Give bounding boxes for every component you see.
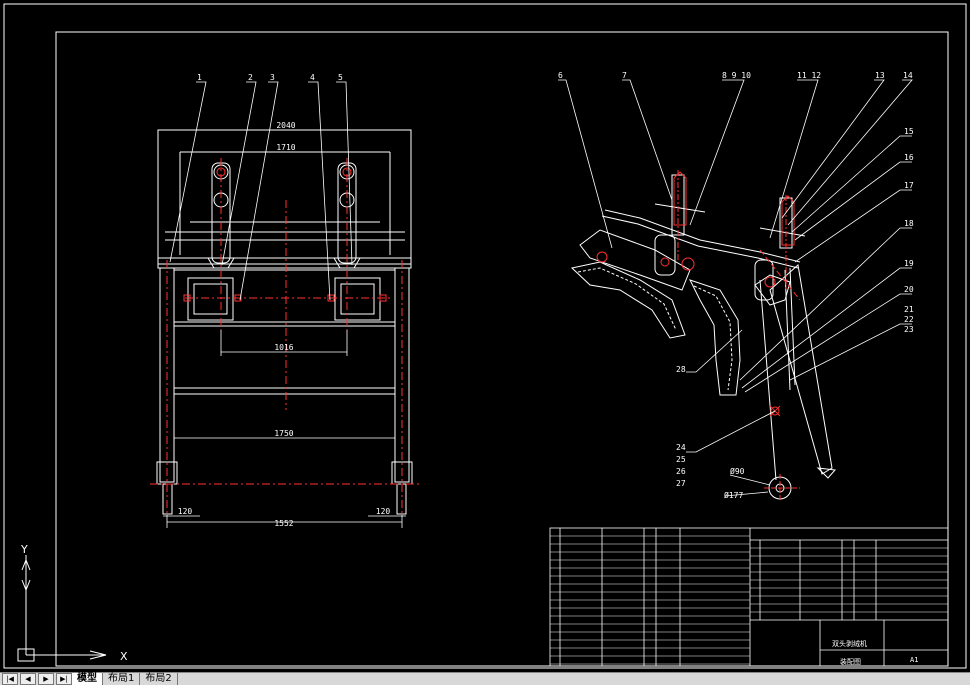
callout-25: 25 [676, 455, 686, 464]
side-leaders [558, 79, 913, 453]
callout-2: 2 [248, 73, 253, 82]
title-block-sheet: A1 [910, 656, 918, 664]
callout-15: 15 [904, 127, 914, 136]
dim-d90: Ø90 [730, 466, 745, 476]
side-callout-labels: 6 7 8 9 10 11 12 13 14 15 16 17 18 19 20… [558, 71, 914, 500]
tab-layout2[interactable]: 布局2 [140, 673, 178, 685]
callout-6: 6 [558, 71, 563, 80]
callout-23: 23 [904, 325, 914, 334]
layout-tab-bar: |◀ ◀ ▶ ▶| 模型 布局1 布局2 [0, 672, 970, 685]
front-dimension-texts: 2040 1710 1016 1750 1552 120 120 [178, 121, 391, 528]
title-block-texts: 双头剥绒机 A1 装配图 [832, 639, 918, 666]
bill-of-materials [549, 527, 949, 667]
tab-layout1[interactable]: 布局1 [103, 673, 141, 685]
title-block-drawing-no: 装配图 [840, 657, 861, 666]
side-dim-leaders [724, 474, 771, 497]
sheet-inner-border [55, 31, 949, 667]
callout-28: 28 [676, 365, 686, 374]
callout-8-9-10: 8 9 10 [722, 71, 751, 80]
front-callout-labels: 1 2 3 4 5 [197, 73, 343, 82]
dim-1552: 1552 [274, 519, 293, 528]
sheet-outer-border [3, 3, 967, 669]
callout-20: 20 [904, 285, 914, 294]
callout-21: 21 [904, 305, 914, 314]
front-dimension-lines [158, 129, 411, 528]
last-tab-button[interactable]: ▶| [56, 673, 72, 685]
ucs-y-label: Y [20, 543, 28, 556]
callout-1: 1 [197, 73, 202, 82]
callout-19: 19 [904, 259, 914, 268]
dim-1750: 1750 [274, 429, 293, 438]
callout-5: 5 [338, 73, 343, 82]
callout-11-12: 11 12 [797, 71, 821, 80]
callout-3: 3 [270, 73, 275, 82]
callout-4: 4 [310, 73, 315, 82]
ucs-icon [17, 555, 107, 662]
callout-22: 22 [904, 315, 914, 324]
tab-model[interactable]: 模型 [72, 673, 103, 685]
dim-1016: 1016 [274, 343, 293, 352]
callout-13: 13 [875, 71, 885, 80]
dim-1710: 1710 [276, 143, 295, 152]
dim-120-right: 120 [376, 507, 391, 516]
callout-26: 26 [676, 467, 686, 476]
first-tab-button[interactable]: |◀ [2, 673, 18, 685]
dim-d177: Ø177 [724, 490, 743, 500]
callout-17: 17 [904, 181, 914, 190]
side-red-details [596, 170, 801, 502]
front-centerlines [150, 158, 420, 515]
bom-rows [550, 535, 948, 665]
title-block-name: 双头剥绒机 [832, 639, 867, 648]
callout-7: 7 [622, 71, 627, 80]
callout-14: 14 [903, 71, 913, 80]
dim-2040: 2040 [276, 121, 295, 130]
front-view [156, 129, 413, 515]
prev-tab-button[interactable]: ◀ [20, 673, 36, 685]
side-view [570, 174, 837, 500]
next-tab-button[interactable]: ▶ [38, 673, 54, 685]
ucs-labels: Y X [20, 543, 128, 663]
ucs-x-label: X [120, 650, 128, 663]
front-leaders [169, 81, 353, 301]
callout-16: 16 [904, 153, 914, 162]
callout-18: 18 [904, 219, 914, 228]
dim-120-left: 120 [178, 507, 193, 516]
callout-27: 27 [676, 479, 686, 488]
callout-24: 24 [676, 443, 686, 452]
